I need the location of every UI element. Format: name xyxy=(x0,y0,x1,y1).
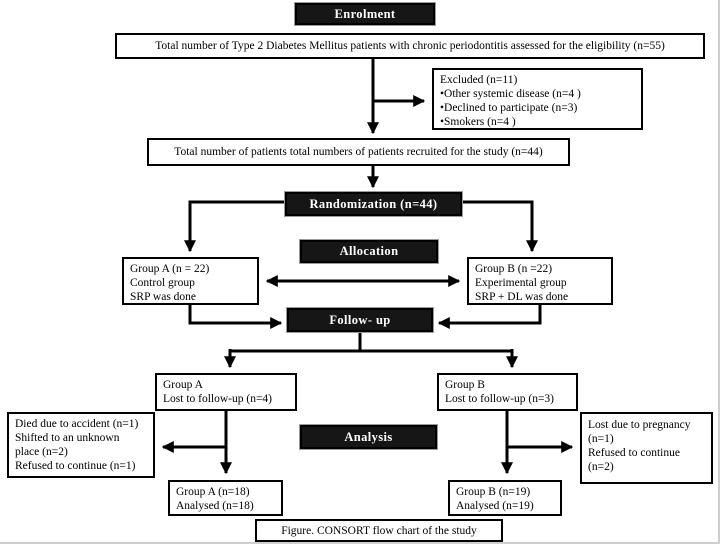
group-a-lost-line: Lost to follow-up (n=4) xyxy=(163,393,273,405)
arrow-group-b-to-followup xyxy=(437,304,542,329)
group-a-line: Group A (n = 22) xyxy=(130,263,210,275)
group-a-line: SRP was done xyxy=(130,291,197,303)
group-b-box: Group B (n =22) Experimental group SRP +… xyxy=(467,257,613,305)
excluded-line: •Declined to participate (n=3) xyxy=(440,102,578,114)
group-a-analysed-box: Group A (n=18) Analysed (n=18) xyxy=(168,480,283,516)
arrow-randomization-to-group-b xyxy=(460,200,538,253)
group-b-lost-line: Group B xyxy=(445,379,485,391)
group-b-lost-reasons-box: Lost due to pregnancy (n=1) Refused to c… xyxy=(580,412,713,484)
group-a-reason-line: Shifted to an unknown xyxy=(15,432,120,444)
group-b-lost-box: Group B Lost to follow-up (n=3) xyxy=(437,373,578,411)
recruited-text: Total number of patients total numbers o… xyxy=(174,146,543,158)
group-a-reason-line: Died due to accident (n=1) xyxy=(15,418,139,430)
excluded-line: Excluded (n=11) xyxy=(440,74,518,86)
group-a-line: Control group xyxy=(130,277,195,289)
group-b-reason-line: Lost due to pregnancy xyxy=(588,419,691,431)
eligibility-text: Total number of Type 2 Diabetes Mellitus… xyxy=(155,40,665,52)
stage-randomization: Randomization (n=44) xyxy=(285,192,462,216)
stage-allocation: Allocation xyxy=(300,240,438,263)
group-b-analysed-line: Group B (n=19) xyxy=(456,486,531,498)
stage-enrolment: Enrolment xyxy=(295,3,435,25)
group-b-reason-line: (n=1) xyxy=(588,433,614,445)
stage-followup: Follow- up xyxy=(287,308,433,332)
group-a-reason-line: Refused to continue (n=1) xyxy=(15,460,136,472)
arrow-randomization-to-group-a xyxy=(184,200,287,253)
group-a-lost-line: Group A xyxy=(163,379,203,391)
group-a-lost-reasons-box: Died due to accident (n=1) Shifted to an… xyxy=(7,412,155,478)
group-b-analysed-line: Analysed (n=19) xyxy=(456,500,534,512)
arrow-group-a-to-followup xyxy=(188,304,283,329)
group-a-analysed-line: Analysed (n=18) xyxy=(176,500,254,512)
group-b-line: Group B (n =22) xyxy=(475,263,553,275)
excluded-box: Excluded (n=11) •Other systemic disease … xyxy=(432,68,643,130)
excluded-line: •Other systemic disease (n=4 ) xyxy=(440,88,581,100)
group-a-reason-line: place (n=2) xyxy=(15,446,68,458)
group-a-lost-box: Group A Lost to follow-up (n=4) xyxy=(155,373,297,411)
excluded-line: •Smokers (n=4 ) xyxy=(440,116,516,128)
group-b-line: SRP + DL was done xyxy=(475,291,569,303)
recruited-box: Total number of patients total numbers o… xyxy=(147,138,570,166)
group-b-analysed-box: Group B (n=19) Analysed (n=19) xyxy=(448,480,562,516)
stage-analysis: Analysis xyxy=(300,425,437,449)
group-a-analysed-line: Group A (n=18) xyxy=(176,486,250,498)
eligibility-box: Total number of Type 2 Diabetes Mellitus… xyxy=(115,33,705,59)
group-a-box: Group A (n = 22) Control group SRP was d… xyxy=(122,257,259,305)
figure-caption-box: Figure. CONSORT flow chart of the study xyxy=(255,519,503,542)
figure-caption-text: Figure. CONSORT flow chart of the study xyxy=(281,524,477,537)
group-b-lost-line: Lost to follow-up (n=3) xyxy=(445,393,555,405)
group-b-reason-line: Refused to continue xyxy=(588,447,680,459)
group-b-reason-line: (n=2) xyxy=(588,461,614,473)
group-b-line: Experimental group xyxy=(475,277,567,289)
